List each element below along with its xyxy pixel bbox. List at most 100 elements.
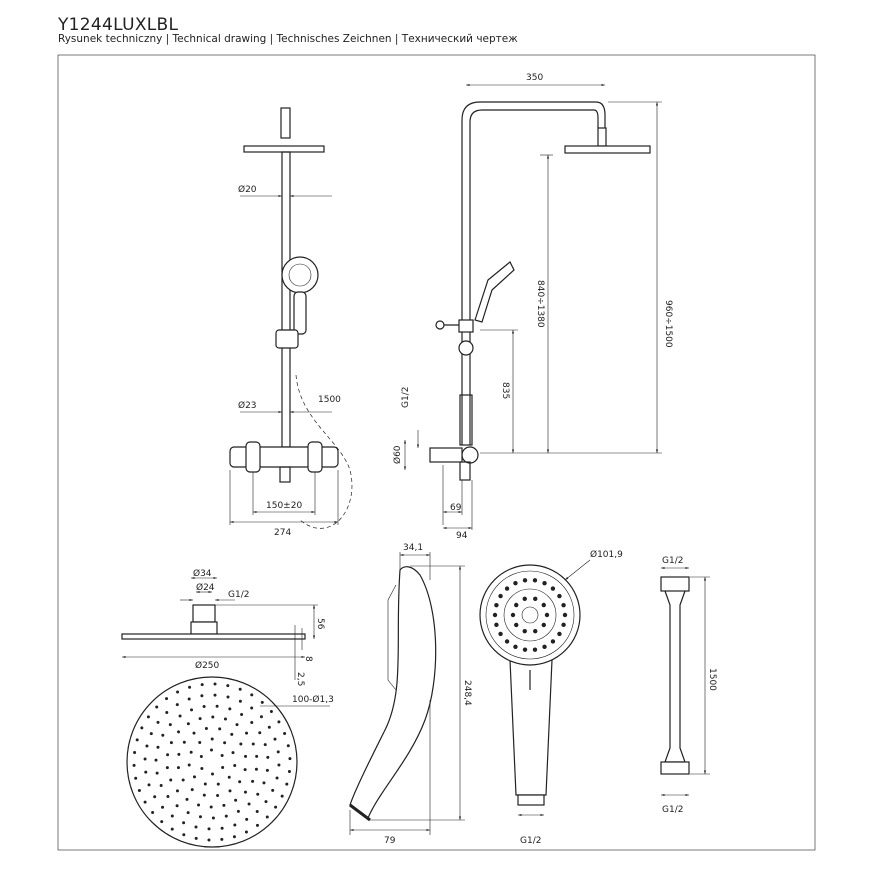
nozzle-dot [265, 815, 269, 819]
nozzle-dot [239, 742, 243, 746]
nozzle-dot [220, 826, 224, 830]
nozzle-dot [165, 766, 169, 770]
nozzle-dot [199, 754, 203, 758]
nozzle-dot [156, 720, 160, 724]
nozzle-dot [182, 821, 186, 825]
nozzle-dot [188, 685, 192, 689]
nozzle-dot [166, 795, 170, 799]
nozzle-dot [255, 809, 259, 813]
nozzle-dot [198, 717, 202, 721]
handset-nozzle-dot [544, 612, 550, 618]
nozzle-dot [161, 805, 165, 809]
nozzle-dot [210, 737, 214, 741]
nozzle-dot [202, 705, 206, 709]
nozzle-dot [244, 830, 248, 834]
nozzle-dot [200, 683, 204, 687]
nozzle-dot [204, 726, 208, 730]
handset-nozzle-dot [514, 622, 519, 628]
nozzle-dot [177, 730, 181, 734]
nozzle-dot [244, 754, 248, 758]
front-view: Ø20 Ø23 1500 150±20 274 [229, 107, 353, 538]
nozzle-dot [194, 825, 198, 829]
inlet-thread-label: G1/2 [401, 387, 411, 408]
nozzle-dot [230, 732, 234, 736]
nozzle-dot [211, 715, 215, 719]
nozzle-dot [166, 753, 170, 757]
nozzle-dot [200, 694, 204, 698]
nozzle-dot [145, 744, 149, 748]
handset-nozzle-dot [513, 580, 518, 586]
nozzle-dot [140, 726, 144, 730]
nozzle-dot [137, 789, 141, 793]
nozzle-dot [274, 805, 278, 809]
nozzle-dot [155, 771, 159, 775]
nozzle-dot [186, 811, 190, 815]
nozzle-dot [262, 781, 266, 785]
nozzle-dot [223, 717, 227, 721]
nozzle-dot [159, 783, 163, 787]
nozzle-dot [213, 693, 217, 697]
nozzle-dot [149, 732, 153, 736]
total-height-label: 960÷1500 [663, 300, 673, 348]
nozzle-dot [267, 725, 271, 729]
nozzle-dot [190, 708, 194, 712]
nozzle-dot [285, 782, 289, 786]
nozzle-dot [247, 802, 251, 806]
nozzle-dot [165, 711, 169, 715]
side-view: 350 960÷1500 840÷1380 835 G1/2 Ø60 69 94 [392, 73, 673, 541]
diameter-label: Ø250 [195, 660, 220, 671]
handset-width-label: 79 [384, 836, 396, 846]
nozzle-dot [135, 738, 139, 742]
nozzle-dot [240, 712, 244, 716]
handset-nozzle-dot [492, 612, 498, 618]
nozzle-dot [288, 757, 292, 761]
nozzle-dot [238, 780, 242, 784]
nozzle-dot [153, 795, 157, 799]
nozzle-dot [251, 779, 255, 783]
nozzle-dot [146, 715, 150, 719]
nozzle-dot [238, 687, 242, 691]
nozzle-dot [228, 789, 232, 793]
nozzle-dot [234, 798, 238, 802]
nozzle-dot [192, 731, 196, 735]
nozzle-dot [235, 723, 239, 727]
handset-nozzle-dot [542, 580, 547, 586]
nozzle-dot [264, 800, 268, 804]
nozzle-dot [175, 703, 179, 707]
nozzle-dots [132, 682, 292, 842]
nozzle-dot [182, 740, 186, 744]
nozzle-dot [221, 766, 225, 770]
nozzle-dot [220, 754, 224, 758]
nozzle-dot [243, 790, 247, 794]
handset-nozzle-dot [522, 647, 528, 652]
nozzle-dot [228, 707, 232, 711]
nozzle-dot [213, 682, 217, 686]
height-label: 56 [315, 618, 325, 630]
handset-nozzle-dot [522, 628, 527, 634]
handset-nozzle-dot [533, 628, 538, 634]
nozzle-dot [175, 789, 179, 793]
handset-nozzle-dot [504, 639, 510, 644]
handset-nozzle-dot [541, 602, 546, 608]
width-label: 274 [274, 528, 291, 538]
nozzle-dot [170, 814, 174, 818]
nozzle-dot [266, 755, 270, 759]
handset-length-label: 248,4 [462, 680, 472, 706]
nozzle-dot [144, 770, 148, 774]
nozzle-dot [224, 814, 228, 818]
handset-nozzle-dot [498, 631, 503, 637]
nozzle-dot [218, 727, 222, 731]
arm-length-label: 350 [526, 73, 543, 83]
handset-nozzle-dot [504, 586, 510, 591]
nozzle-dot [233, 823, 237, 827]
nozzle-dot [192, 775, 196, 779]
nozzle-dot [263, 743, 267, 747]
nozzle-dot [231, 751, 235, 755]
nozzle-dot [259, 715, 263, 719]
nozzle-dot [245, 817, 249, 821]
nozzle-dot [243, 768, 247, 772]
handset-nozzle-dot [494, 602, 499, 608]
nozzle-dot [187, 697, 191, 701]
nozzle-dot [260, 700, 264, 704]
nozzle-dot [236, 809, 240, 813]
